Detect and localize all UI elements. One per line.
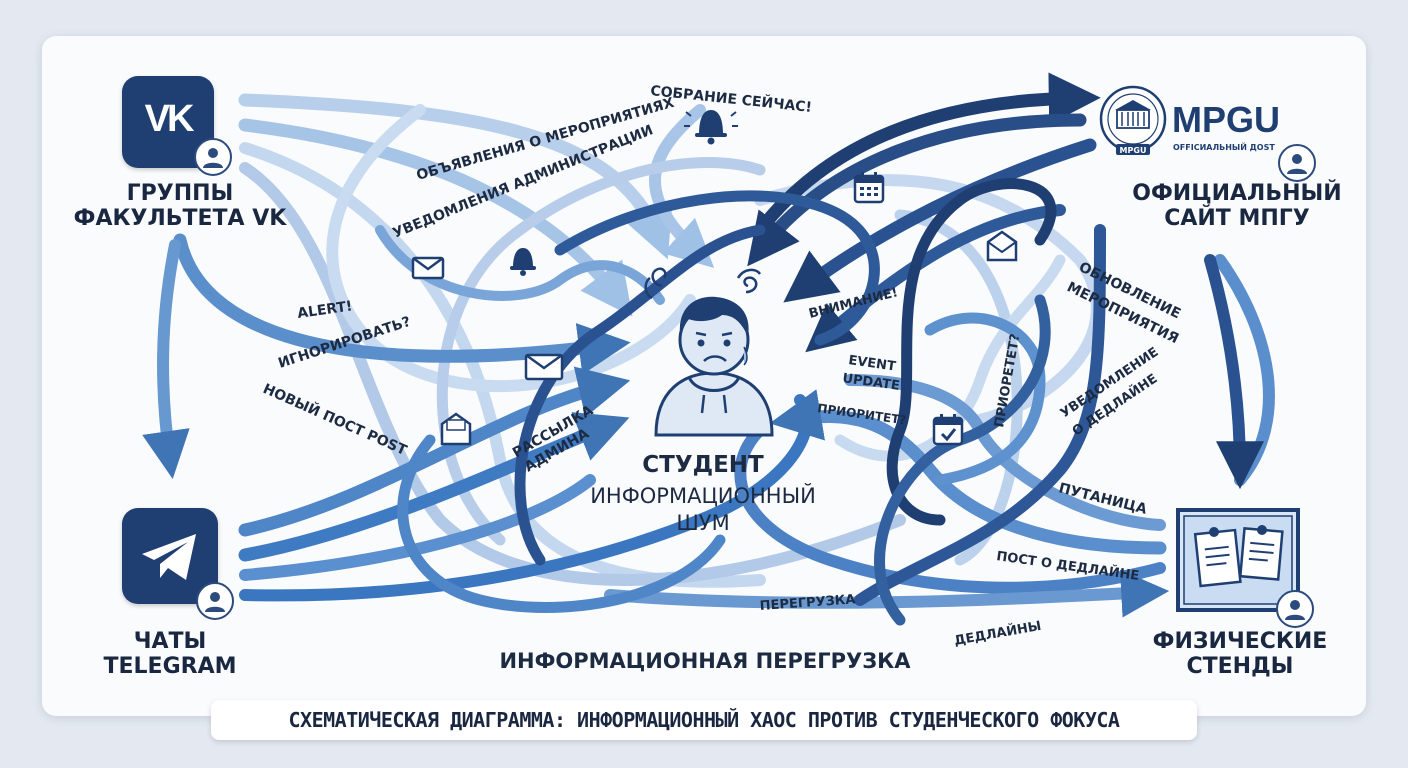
center-labels: СТУДЕНТ ИНФОРМАЦИОННЫЙ ШУМ ИНФОРМАЦИОННА… — [499, 452, 911, 673]
mpgu-label-line-1: ОФИЦИАЛЬНЫЙ — [1132, 181, 1342, 206]
arrow-streams-mid — [142, 225, 1275, 618]
overload-label: ИНФОРМАЦИОННАЯ ПЕРЕГРУЗКА — [499, 649, 911, 673]
vk-label-line-2: ФАКУЛЬТЕТА VK — [73, 205, 287, 231]
stands-label-line-1: ФИЗИЧЕСКИЕ — [1152, 629, 1328, 654]
open-mail-icon — [986, 230, 1018, 262]
stands-node-label: ФИЗИЧЕСКИЕ СТЕНДЫ — [1140, 629, 1340, 679]
mpgu-seal-icon: MPGU — [1099, 85, 1167, 155]
noise-line-1: ИНФОРМАЦИОННЫЙ — [590, 483, 816, 508]
label-event-update-2: UPDATE — [841, 371, 900, 394]
mpgu-node-label: ОФИЦИАЛЬНЫЙ САЙТ МПГУ — [1112, 181, 1362, 231]
user-icon — [196, 582, 234, 620]
vk-logo-text: VK — [144, 98, 195, 140]
label-overload-small: ПЕРЕГРУЗКА — [759, 592, 856, 614]
envelope-icon — [524, 353, 564, 381]
vk-node-label: ГРУППЫ ФАКУЛЬТЕТА VK — [60, 181, 300, 231]
telegram-label-line-1: ЧАТЫ — [133, 629, 207, 654]
label-alert: ALERT! — [296, 298, 353, 322]
mpgu-logo-subtitle: OFFICИАЛЬНЫЙ ДОSТ — [1173, 141, 1275, 152]
user-icon — [194, 138, 232, 176]
open-mail-icon — [440, 412, 472, 446]
mpgu-logo-text: MPGU — [1172, 99, 1280, 140]
envelope-icon — [411, 256, 445, 280]
diagram-caption: СХЕМАТИЧЕСКАЯ ДИАГРАММА: ИНФОРМАЦИОННЫЙ … — [211, 700, 1197, 740]
student-label: СТУДЕНТ — [642, 452, 764, 478]
label-meeting: СОБРАНИЕ СЕЙЧАС! — [650, 82, 813, 116]
label-event-update-1: EVENT — [847, 353, 896, 374]
bulletin-board-icon — [1176, 508, 1300, 612]
dizzy-swirl-icon — [644, 267, 762, 300]
student-figure — [654, 296, 774, 437]
bell-icon — [510, 248, 536, 276]
telegram-label-line-2: TELEGRAM — [103, 653, 237, 679]
label-deadline-post: ПОСТ О ДЕДЛАЙНЕ — [995, 548, 1140, 584]
user-icon — [1278, 144, 1316, 182]
vk-label-line-1: ГРУППЫ — [126, 181, 234, 206]
telegram-node-label: ЧАТЫ TELEGRAM — [80, 629, 260, 679]
calendar-check-icon — [932, 414, 964, 446]
bell-icon — [684, 110, 738, 145]
mpgu-seal-text: MPGU — [1120, 146, 1147, 155]
noise-line-2: ШУМ — [676, 511, 729, 535]
arrow-streams — [238, 93, 1103, 588]
user-icon — [1276, 590, 1314, 628]
calendar-icon — [853, 172, 885, 204]
mpgu-label-line-2: САЙТ МПГУ — [1164, 205, 1310, 231]
stands-label-line-2: СТЕНДЫ — [1186, 653, 1294, 679]
label-deadlines: ДЕДЛАЙНЫ — [953, 618, 1043, 649]
